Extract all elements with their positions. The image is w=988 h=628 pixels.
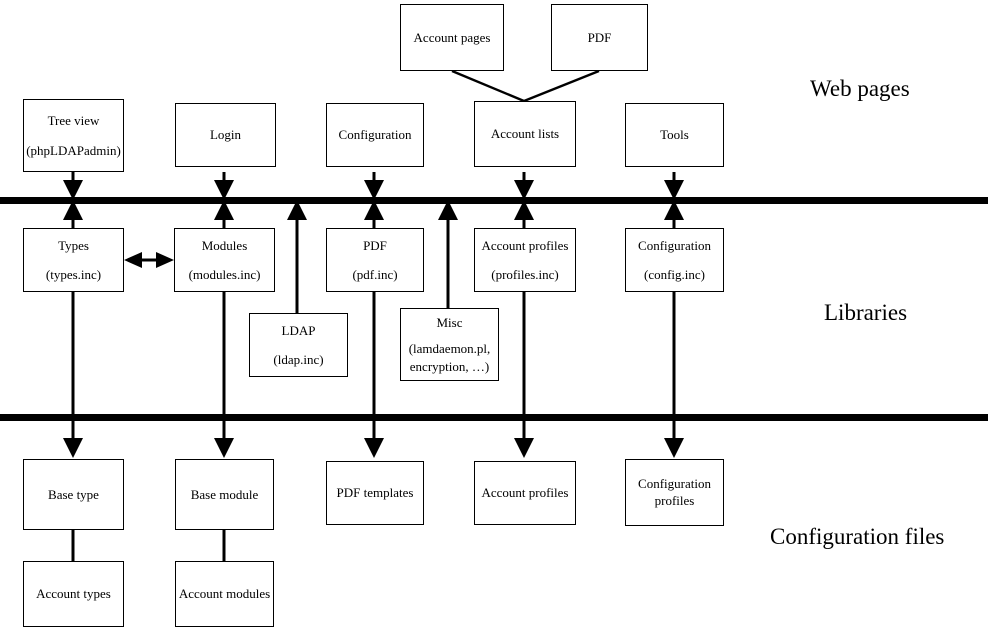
box-misc-line2: (lamdaemon.pl,: [408, 341, 491, 357]
box-misc[interactable]: Misc (lamdaemon.pl, encryption, …): [400, 308, 499, 381]
arrowhead-types-left: [124, 252, 142, 268]
box-account-profiles-file-line1: Account profiles: [481, 485, 569, 501]
box-pdf-templates-line1: PDF templates: [336, 485, 414, 501]
box-base-module-line1: Base module: [190, 486, 259, 502]
box-modules-line2: (modules.inc): [188, 267, 261, 282]
box-base-module[interactable]: Base module: [175, 459, 274, 530]
box-login[interactable]: Login: [175, 103, 276, 167]
separator-bar-libraries-config: [0, 414, 988, 421]
box-configuration-lib-line1: Configuration: [638, 237, 711, 253]
box-tree-view-line1: Tree view: [47, 113, 100, 129]
zone-label-web-pages: Web pages: [810, 76, 910, 101]
arrowhead-configuration-profiles: [664, 438, 684, 458]
box-login-line1: Login: [209, 127, 242, 143]
box-types-line1: Types: [58, 237, 89, 253]
box-misc-line3: encryption, …): [409, 358, 490, 374]
box-ldap[interactable]: LDAP (ldap.inc): [249, 313, 348, 377]
arrowhead-base-module: [214, 438, 234, 458]
box-account-modules[interactable]: Account modules: [175, 561, 274, 627]
box-configuration-profiles[interactable]: Configuration profiles: [625, 459, 724, 526]
box-modules[interactable]: Modules (modules.inc): [174, 228, 275, 292]
box-tree-view[interactable]: Tree view (phpLDAPadmin): [23, 99, 124, 172]
box-modules-line1: Modules: [201, 237, 248, 253]
box-account-pages-line1: Account pages: [413, 29, 491, 45]
box-tools[interactable]: Tools: [625, 103, 724, 167]
box-account-profiles-file[interactable]: Account profiles: [474, 461, 576, 525]
box-misc-line1: Misc: [436, 315, 463, 330]
box-types-line2: (types.inc): [45, 267, 102, 282]
box-account-pages[interactable]: Account pages: [400, 4, 504, 71]
arrowhead-base-type: [63, 438, 83, 458]
arrowhead-account-profiles-file: [514, 438, 534, 458]
box-tools-line1: Tools: [660, 127, 689, 143]
box-types[interactable]: Types (types.inc): [23, 228, 124, 292]
box-account-lists[interactable]: Account lists: [474, 101, 576, 167]
box-account-types-line1: Account types: [36, 586, 111, 602]
box-configuration-profiles-line2: profiles: [654, 492, 695, 508]
box-pdf-source-line1: PDF: [587, 29, 612, 45]
box-configuration-lib-line2: (config.inc): [643, 267, 705, 282]
box-account-types[interactable]: Account types: [23, 561, 124, 627]
line-pdf-to-account-lists: [523, 69, 600, 103]
box-configuration-profiles-line1: Configuration: [638, 476, 711, 492]
zone-label-configuration-files: Configuration files: [770, 524, 945, 549]
arrowhead-modules-right: [156, 252, 174, 268]
zone-label-libraries: Libraries: [824, 300, 908, 325]
box-account-profiles-lib[interactable]: Account profiles (profiles.inc): [474, 228, 576, 292]
box-ldap-line1: LDAP: [281, 322, 316, 338]
box-base-type-line1: Base type: [48, 486, 99, 502]
box-configuration-web-line1: Configuration: [338, 127, 412, 143]
box-pdf-source[interactable]: PDF: [551, 4, 648, 71]
line-account-pages-to-account-lists: [451, 69, 525, 103]
box-account-profiles-lib-line2: (profiles.inc): [491, 267, 559, 282]
box-pdf-templates[interactable]: PDF templates: [326, 461, 424, 525]
box-account-profiles-lib-line1: Account profiles: [481, 237, 569, 253]
box-account-modules-line1: Account modules: [178, 586, 271, 602]
box-configuration-web[interactable]: Configuration: [326, 103, 424, 167]
box-pdf-lib[interactable]: PDF (pdf.inc): [326, 228, 424, 292]
box-pdf-lib-line2: (pdf.inc): [352, 267, 398, 282]
box-account-lists-line1: Account lists: [490, 126, 560, 142]
arrowhead-pdf-templates: [364, 438, 384, 458]
box-ldap-line2: (ldap.inc): [273, 352, 324, 367]
separator-bar-web-libraries: [0, 197, 988, 204]
box-base-type[interactable]: Base type: [23, 459, 124, 530]
box-configuration-lib[interactable]: Configuration (config.inc): [625, 228, 724, 292]
box-pdf-lib-line1: PDF: [363, 237, 387, 253]
box-tree-view-line2: (phpLDAPadmin): [26, 142, 121, 158]
